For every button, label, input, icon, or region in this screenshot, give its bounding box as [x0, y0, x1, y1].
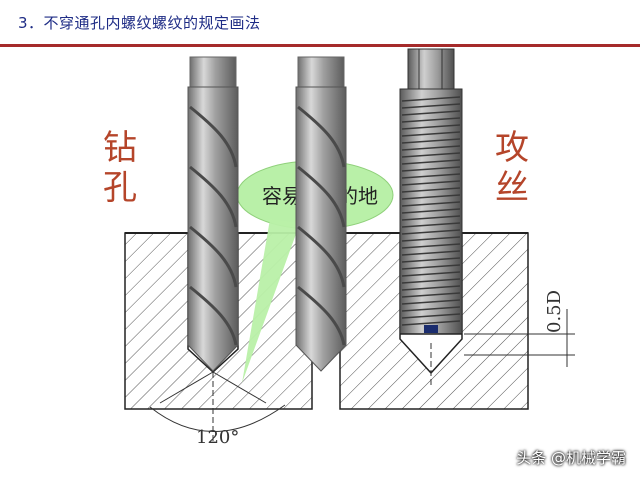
- depth-dimension: 0.5D: [464, 290, 575, 367]
- callout-text: 容易: [262, 184, 302, 208]
- drill-bit-withdrawn: [295, 56, 347, 372]
- tap-tool: [399, 48, 463, 335]
- watermark: 头条 @机械学霸: [516, 449, 626, 467]
- thread-diagram: 容易 的地 0.5D 120°: [124, 48, 575, 448]
- depth-label: 0.5D: [544, 290, 565, 333]
- page-title: 3．不穿通孔内螺纹螺纹的规定画法: [18, 14, 261, 32]
- angle-label: 120°: [196, 427, 239, 448]
- label-drilling: 钻孔: [103, 128, 137, 208]
- label-tapping: 攻丝: [495, 128, 529, 208]
- angle-dimension: 120°: [149, 371, 286, 448]
- drill-bit-in-hole: [187, 56, 239, 372]
- title-divider: [0, 44, 640, 47]
- title-bar: 3．不穿通孔内螺纹螺纹的规定画法: [0, 0, 640, 44]
